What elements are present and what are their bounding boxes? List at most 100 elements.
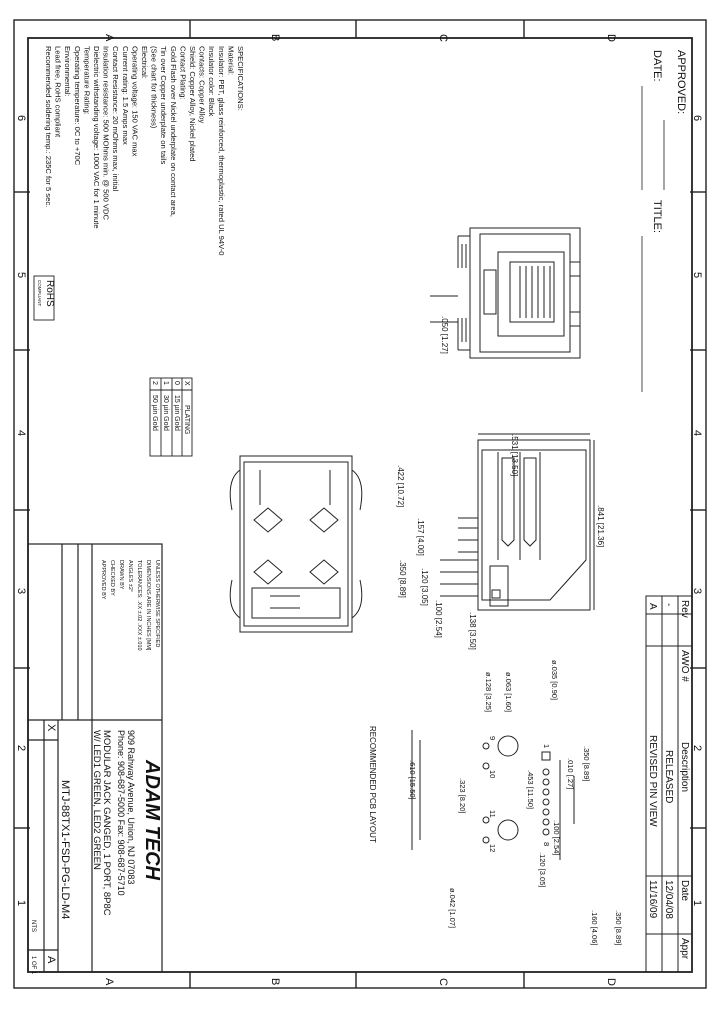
zone-letter: A xyxy=(103,34,115,42)
dimension-label: .157 [4.00] xyxy=(416,518,425,556)
pin-label: 11 xyxy=(488,810,497,818)
date-header: Date xyxy=(679,880,690,902)
part-number: MTJ-88TX1-FSD-PG-LD-M4 xyxy=(59,780,71,919)
front-view-drawing xyxy=(430,227,581,359)
plating-header: PLATING xyxy=(183,405,190,434)
dimension-label: .050 [1.27] xyxy=(440,316,449,354)
date-cell: 12/04/08 xyxy=(663,880,674,919)
pin-label: 12 xyxy=(488,844,497,852)
rev-cell: - xyxy=(663,603,674,606)
title-block-text: ADAM TECH 909 Rahway Avenue, Union, NJ 0… xyxy=(30,724,163,975)
zone-number: 2 xyxy=(15,745,27,751)
spec-line: Material: xyxy=(226,46,235,75)
spec-line: Operating voltage: 150 VAC max xyxy=(130,46,139,157)
spec-line: Environmental: xyxy=(63,46,72,97)
specifications-block: SPECIFICATIONS:Material:Insulator: PBT, … xyxy=(44,46,245,255)
dimension-label: .350 [8.89] xyxy=(582,746,591,781)
outer-border xyxy=(13,19,707,989)
pcb-layout-label: RECOMMENDED PCB LAYOUT xyxy=(368,726,377,843)
zone-number: 5 xyxy=(15,272,27,278)
zone-number: 3 xyxy=(15,588,27,594)
plating-table xyxy=(149,377,193,457)
rohs-logo: RoHS COMPLIANT xyxy=(33,275,55,321)
rev-cell: A xyxy=(647,603,658,610)
plating-value: 50 µin Gold xyxy=(151,395,158,431)
tolerance-line: UNLESS OTHERWISE SPECIFIED xyxy=(154,560,160,647)
spec-line: Gold Flash over Nickel underplate on con… xyxy=(169,46,178,217)
plating-value: 15 µin Gold xyxy=(173,395,180,431)
dimension-label: .841 [21.36] xyxy=(596,505,605,547)
revision-table-text: Rev AWO # Description Date Appr - RELEAS… xyxy=(647,600,690,960)
spec-line: Operating temperature: 0C to +70C xyxy=(73,46,82,166)
plating-value: 30 µin Gold xyxy=(162,395,169,431)
spec-line: SPECIFICATIONS: xyxy=(236,46,245,111)
dimension-label: .120 [3.05] xyxy=(420,568,429,606)
zone-letters-top: D C B A xyxy=(103,34,617,42)
tolerance-line: DRAWN BY xyxy=(118,560,124,590)
zone-letter: B xyxy=(269,978,281,985)
dimension-label: .138 [3.50] xyxy=(468,612,477,650)
plating-code: 1 xyxy=(162,381,169,385)
spec-line: Lead free, RoHS compliant xyxy=(54,46,63,138)
spec-line: Contact Plating: xyxy=(178,46,187,100)
side-view-drawing xyxy=(440,433,595,611)
approved-label: APPROVED: xyxy=(675,50,687,114)
description-cell: RELEASED xyxy=(663,750,674,803)
revision-table xyxy=(645,595,693,973)
dimension-label: ø.035 [0.90] xyxy=(550,660,559,700)
spec-line: Temperature Rating: xyxy=(82,46,91,115)
zone-number: 5 xyxy=(691,272,703,278)
plating-code: 0 xyxy=(173,381,180,385)
dimension-label: .610 [15.50] xyxy=(408,760,417,800)
scale-label: NTS xyxy=(30,920,36,932)
awo-header: AWO # xyxy=(679,650,690,682)
tolerance-line: ANGLES ±2° xyxy=(127,560,133,592)
bottom-view-drawing xyxy=(229,455,363,633)
spec-line: Tin over Copper underplate on tails xyxy=(159,46,168,165)
dimension-label: .010 [.27] xyxy=(566,758,575,789)
zone-letter: C xyxy=(437,978,449,986)
dimension-label: ø.042 [1.07] xyxy=(448,888,457,928)
tolerance-line: DIMENSIONS ARE IN INCHES [MM] xyxy=(145,560,151,651)
description-cell: REVISED PIN VIEW xyxy=(647,735,658,827)
inner-border xyxy=(27,37,693,973)
zone-numbers-right: 6 5 4 3 2 1 xyxy=(691,115,703,906)
zone-number: 6 xyxy=(691,115,703,121)
zone-number: 6 xyxy=(15,115,27,121)
rohs-compliant-text: COMPLIANT xyxy=(37,280,42,307)
plating-x-header: X xyxy=(183,381,190,386)
dimension-label: .453 [11.50] xyxy=(526,770,535,809)
dimension-label: .100 [2.54] xyxy=(552,820,561,855)
sheet-label: 1 OF 1 xyxy=(30,956,36,975)
tolerance-line: CHECKED BY xyxy=(109,560,115,596)
rev-header: Rev xyxy=(679,600,690,618)
drawing-title-line: MODULAR JACK GANGED, 1 PORT, 8P8C xyxy=(101,730,112,916)
plating-table-text: X PLATING 0 15 µin Gold 1 30 µin Gold 2 … xyxy=(151,381,190,434)
zone-number: 3 xyxy=(691,588,703,594)
spec-line: Electrical: xyxy=(140,46,149,79)
company-phone: Phone: 908-687-5000 Fax: 908-687-5710 xyxy=(116,730,126,896)
tolerance-line: APPROVED BY xyxy=(100,560,106,600)
plating-code: 2 xyxy=(151,381,158,385)
description-header: Description xyxy=(679,742,690,792)
spec-line: Dielectric withstanding voltage: 1000 VA… xyxy=(92,46,101,229)
spec-line: Insulator color: Black xyxy=(207,46,216,117)
rohs-text: RoHS xyxy=(44,280,55,307)
title-label: TITLE: xyxy=(651,200,663,233)
dimension-label: ø.063 [1.60] xyxy=(504,672,513,712)
zone-letter: A xyxy=(103,978,115,986)
zone-number: 4 xyxy=(691,430,703,436)
zone-number: 1 xyxy=(691,900,703,906)
spec-line: Current rating: 1.5 Amps max xyxy=(121,46,130,145)
dimension-label: .350 [8.89] xyxy=(398,560,407,598)
dimension-label: .350 [8.89] xyxy=(614,910,623,945)
zone-letter: D xyxy=(605,34,617,42)
size-letter: X xyxy=(45,724,57,732)
dimension-label: .120 [3.05] xyxy=(538,852,547,887)
zone-letter: D xyxy=(605,978,617,986)
pin-label: 10 xyxy=(488,770,497,778)
spec-line: (See chart for thickness) xyxy=(150,46,159,129)
spec-line: Shield: Copper Alloy, Nickel plated xyxy=(188,46,197,162)
dimension-label: .531 [13.50] xyxy=(510,434,519,476)
